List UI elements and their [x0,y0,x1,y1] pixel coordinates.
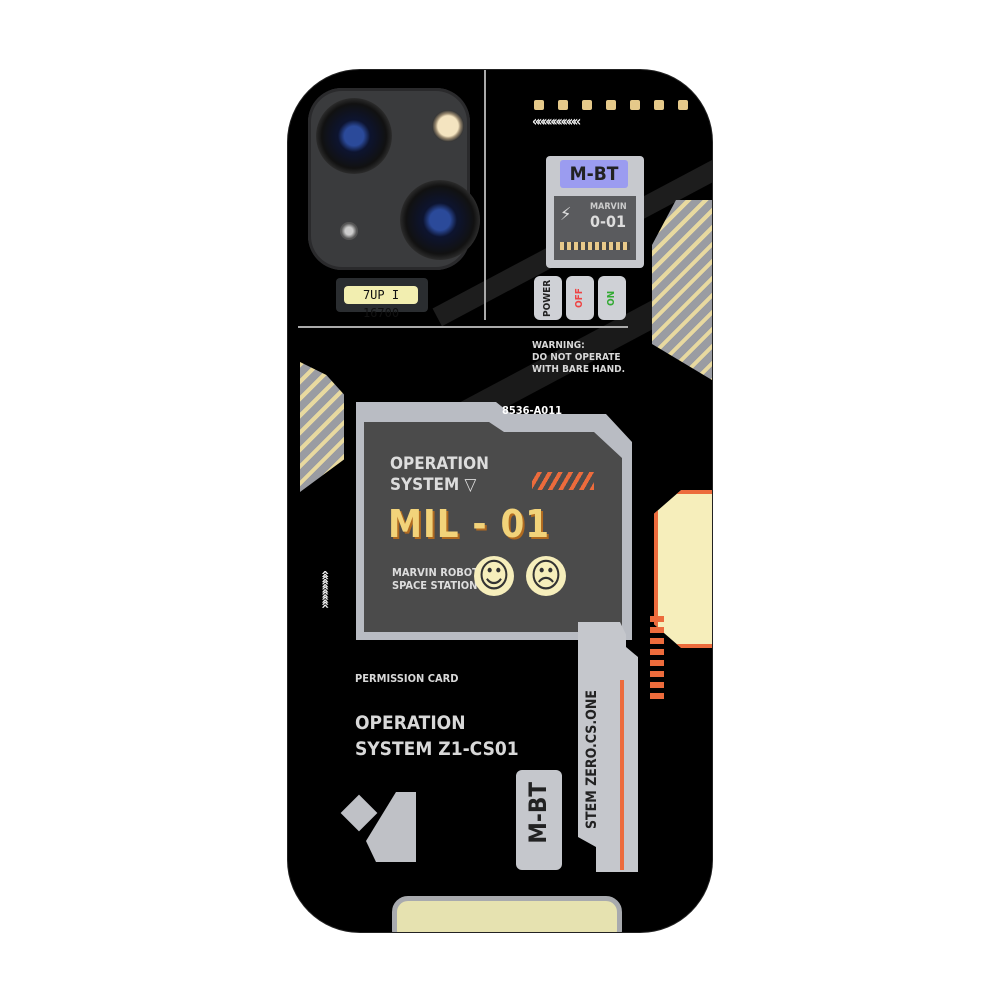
camera-lens-icon [400,180,480,260]
happy-face-icon: ☺ [474,556,514,596]
orange-stripes [532,472,594,490]
off-button[interactable]: OFF [566,276,594,320]
orange-line [620,680,624,870]
microphone-icon [340,222,358,240]
circuit-line [484,70,486,320]
gray-shape [340,794,378,832]
panel-code: 8536-A011 [502,404,562,417]
lcd-display: 7UP I 16700 [336,278,428,320]
chevron-down-icon: ««««««« [317,570,333,606]
sad-face-icon: ☹ [526,556,566,596]
lightning-shield-icon: ⚡ [560,204,572,225]
hazard-stripes [652,200,712,380]
flash-icon [432,110,464,142]
hazard-stripes [300,362,344,492]
permission-label: PERMISSION CARD [355,672,459,685]
indicator-dots [534,100,688,110]
panel-title: MIL - 01 [388,502,551,546]
circuit-line [298,326,628,328]
camera-lens-icon [316,98,392,174]
side-bar [578,622,638,872]
side-text: STEM ZERO.CS.ONE [584,690,600,830]
main-panel [364,422,622,632]
bottom-cream-panel [392,896,622,932]
orange-dots [650,616,664,699]
power-button[interactable]: POWER [534,276,562,320]
camera-module [308,88,480,270]
mbt-card: M-BT ⚡ MARVIN 0-01 [546,156,644,268]
phone-case: 7UP I 16700 ««««««««« M-BT ⚡ MARVIN 0-01… [288,70,712,932]
chevron-left-icon: ««««««««« [532,114,581,130]
gray-shape [366,792,416,862]
on-button[interactable]: ON [598,276,626,320]
bottom-card: M-BT [516,770,562,870]
